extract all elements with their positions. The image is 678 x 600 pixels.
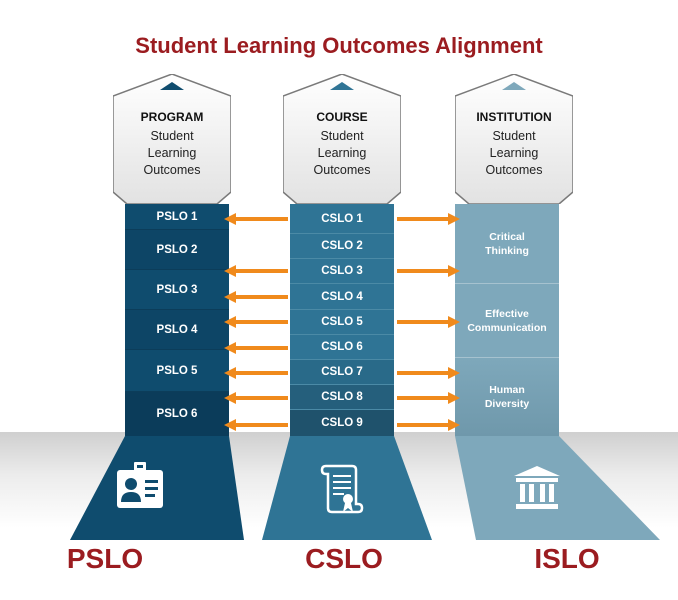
cslo-label: CSLO: [305, 543, 383, 574]
course-header: COURSE Student Learning Outcomes: [283, 74, 401, 204]
diagram-title: Student Learning Outcomes Alignment: [135, 33, 543, 58]
arrow-cslo1-to-pslo1: [224, 213, 288, 225]
course-header-subtitle: Student Learning Outcomes: [313, 129, 371, 177]
arrow-cslo7-to-islo: [397, 367, 460, 379]
pslo-1: PSLO 1: [125, 204, 229, 230]
arrow-cslo9-to-pslo6: [224, 419, 288, 431]
cslo-3: CSLO 3: [290, 259, 394, 284]
cslo-1: CSLO 1: [290, 204, 394, 234]
arrow-cslo7-to-pslo5: [224, 367, 288, 379]
arrow-cslo9-to-islo: [397, 419, 460, 431]
arrow-cslo5-to-pslo3: [224, 316, 288, 328]
institution-header-subtitle: Student Learning Outcomes: [485, 129, 543, 177]
islo-critical-thinking: Critical Thinking: [455, 204, 559, 284]
program-header-title: PROGRAM: [140, 110, 204, 124]
institution-header: INSTITUTION Student Learning Outcomes: [455, 74, 573, 204]
pslo-label: PSLO: [66, 543, 144, 574]
certificate-scroll-icon: [320, 464, 364, 514]
cslo-4: CSLO 4: [290, 284, 394, 310]
institution-header-shape: [455, 74, 573, 204]
program-header-shape: [113, 74, 231, 204]
islo-effective-communication: Effective Communication: [455, 284, 559, 358]
cslo-6: CSLO 6: [290, 335, 394, 360]
cslo-9: CSLO 9: [290, 410, 394, 436]
arrow-cslo4-to-pslo3: [224, 291, 288, 303]
arrow-cslo3-to-pslo2: [224, 265, 288, 277]
arrow-cslo1-to-islo: [397, 213, 460, 225]
id-card-icon: [117, 462, 163, 508]
institution-floor-ribbon: [455, 436, 660, 540]
pslo-4: PSLO 4: [125, 310, 229, 350]
cslo-5: CSLO 5: [290, 310, 394, 335]
course-header-shape: [283, 74, 401, 204]
arrow-cslo8-to-islo: [397, 392, 460, 404]
islo-label: ISLO: [534, 543, 600, 574]
arrow-cslo5-to-islo: [397, 316, 460, 328]
islo-human-diversity: Human Diversity: [455, 358, 559, 436]
arrow-cslo3-to-islo: [397, 265, 460, 277]
program-header: PROGRAM Student Learning Outcomes: [113, 74, 231, 204]
cslo-7: CSLO 7: [290, 360, 394, 385]
institution-header-title: INSTITUTION: [476, 110, 552, 124]
course-column: CSLO 1 CSLO 2 CSLO 3 CSLO 4 CSLO 5 CSLO …: [290, 204, 394, 436]
program-header-subtitle: Student Learning Outcomes: [143, 129, 201, 177]
pslo-2: PSLO 2: [125, 230, 229, 270]
cslo-8: CSLO 8: [290, 385, 394, 410]
arrow-cslo6-to-pslo4: [224, 342, 288, 354]
arrow-cslo8-to-pslo5: [224, 392, 288, 404]
pslo-3: PSLO 3: [125, 270, 229, 310]
cslo-2: CSLO 2: [290, 234, 394, 259]
course-header-title: COURSE: [316, 110, 368, 124]
institution-column: Critical Thinking Effective Communicatio…: [455, 204, 559, 436]
pslo-6: PSLO 6: [125, 392, 229, 436]
institution-building-icon: [514, 466, 560, 509]
program-column: PSLO 1 PSLO 2 PSLO 3 PSLO 4 PSLO 5 PSLO …: [125, 204, 229, 436]
pslo-5: PSLO 5: [125, 350, 229, 392]
